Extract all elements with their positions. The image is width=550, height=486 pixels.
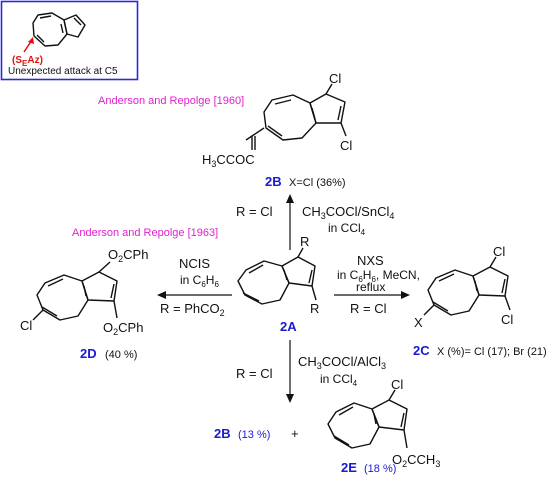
structure-2c <box>423 256 511 316</box>
condition-down-right: CH3COCl/AlCl3 <box>298 354 386 371</box>
substituent-r: R <box>300 234 309 249</box>
substituent-cl: Cl <box>501 312 513 327</box>
condition-right-top: NXS <box>357 253 384 268</box>
compound-id-2d: 2D <box>80 346 97 361</box>
yield-2c: X (%)= Cl (17); Br (21) <box>437 346 547 358</box>
compound-2c: Cl Cl X 2C X (%)= Cl (17); Br (21) <box>413 244 547 358</box>
compound-id-2e: 2E <box>341 460 357 475</box>
substituent-r: R <box>310 301 319 316</box>
condition-down-left: R = Cl <box>236 366 273 381</box>
condition-left-mid: in C6H6 <box>180 273 219 289</box>
substituent-cl: Cl <box>20 318 32 333</box>
substituent-o2ccch3: O2CCH3 <box>392 452 440 469</box>
substituent-o2cph: O2CPh <box>103 320 143 337</box>
arrow-left <box>157 291 232 299</box>
substituent-cl: Cl <box>493 244 505 259</box>
reference-left: Anderson and Repolge [1963] <box>72 227 218 239</box>
substituent-cl: Cl <box>329 71 341 86</box>
attack-arrow <box>23 37 34 53</box>
plus-sign: + <box>291 426 299 441</box>
condition-up-right: CH3COCl/SnCl4 <box>302 204 394 221</box>
acyl-group-2b: H3CCOC <box>202 152 255 169</box>
substituent-x: X <box>414 315 423 330</box>
condition-right-mid: in C6H6, MeCN, <box>337 268 420 284</box>
compound-id-2a: 2A <box>280 319 297 334</box>
compound-id-2c: 2C <box>413 343 430 358</box>
condition-right-bottom: R = Cl <box>350 301 387 316</box>
substituent-cl: Cl <box>340 138 352 153</box>
inset-azulene <box>32 12 86 47</box>
inset-caption: Unexpected attack at C5 <box>8 66 118 77</box>
compound-2b-top: Cl Cl H3CCOC 2B X=Cl (36%) <box>202 71 352 189</box>
compound-2a: R R 2A <box>237 234 319 334</box>
structure-2a <box>237 247 317 305</box>
inset-box: (SEAz) Unexpected attack at C5 <box>0 0 139 81</box>
compound-id-2b-bottom: 2B <box>214 426 231 441</box>
compound-2d: O2CPh O2CPh Cl 2D (40 %) <box>20 247 148 361</box>
arrow-right <box>334 291 410 299</box>
condition-left-bottom: R = PhCO2 <box>160 301 225 318</box>
inset-mechanism: (SEAz) <box>12 55 43 68</box>
structure-2b-top <box>245 83 347 150</box>
substituent-cl: Cl <box>391 377 403 392</box>
arrow-up <box>286 194 294 250</box>
condition-left-top: NCIS <box>179 256 210 271</box>
structure-2e <box>327 389 408 449</box>
yield-2e: (18 %) <box>364 463 396 475</box>
inset-frame <box>0 0 139 81</box>
condition-up-left: R = Cl <box>236 204 273 219</box>
yield-2b-top: X=Cl (36%) <box>289 177 346 189</box>
yield-2d: (40 %) <box>105 349 137 361</box>
reference-top: Anderson and Repolge [1960] <box>98 95 244 107</box>
compound-id-2b: 2B <box>265 174 282 189</box>
condition-up-solvent: in CCl4 <box>328 221 366 237</box>
substituent-o2cph: O2CPh <box>108 247 148 264</box>
compound-2e: Cl O2CCH3 2E (18 %) <box>327 377 440 475</box>
arrow-down <box>286 340 294 403</box>
condition-right-reflux: reflux <box>356 280 385 294</box>
condition-down-solvent: in CCl4 <box>320 372 358 388</box>
structure-2d <box>32 261 118 321</box>
yield-2b-bottom: (13 %) <box>238 429 270 441</box>
